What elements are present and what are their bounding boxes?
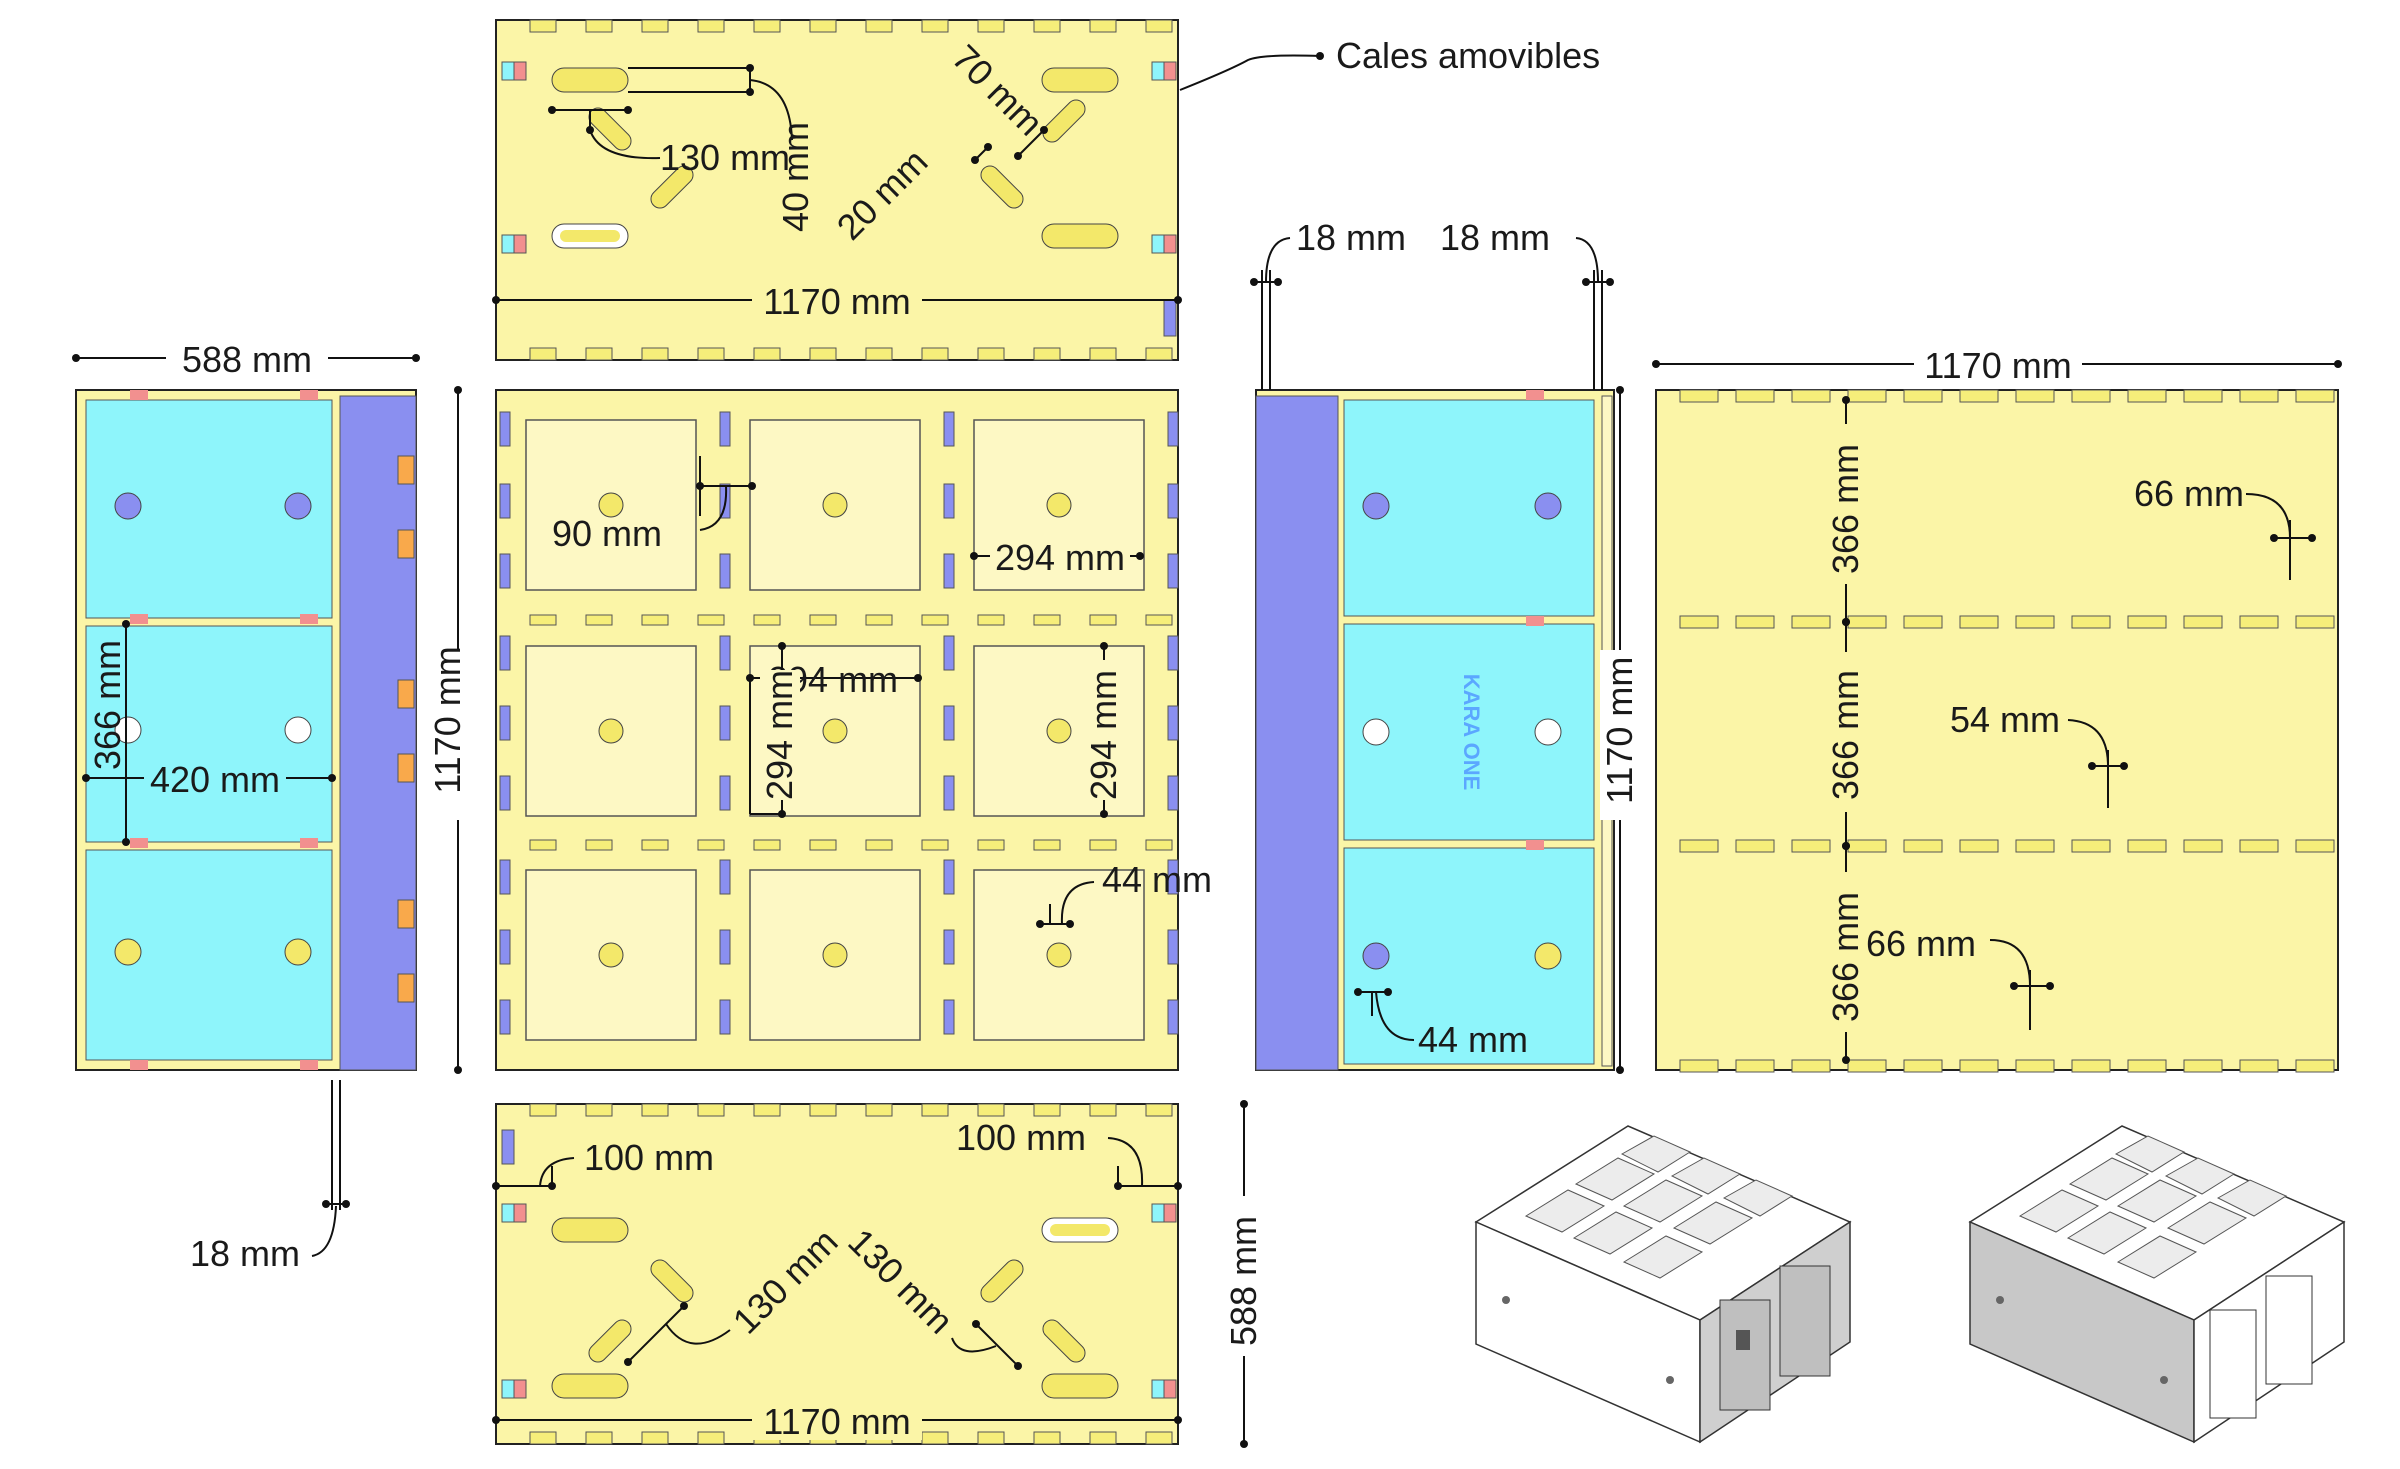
dim-bottom-height: 588 mm	[1223, 1216, 1264, 1346]
dim-left-420: 420 mm	[150, 759, 280, 800]
dim-far-width: 1170 mm	[1924, 345, 2071, 386]
top-panel: 1170 mm 130 mm 40 mm 70 mm 20 mm Cales a…	[492, 19, 1600, 361]
dim-grid-44: 44 mm	[1102, 859, 1212, 900]
dim-right-18-right: 18 mm	[1440, 217, 1550, 258]
dim-left-width: 588 mm	[182, 339, 312, 380]
dim-top-width: 1170 mm	[763, 281, 910, 322]
dim-left-height: 1170 mm	[427, 646, 468, 793]
dim-far-54: 54 mm	[1950, 699, 2060, 740]
dim-top-130: 130 mm	[660, 137, 790, 178]
left-side-panel: 588 mm 1170 mm 366 mm 420 mm 18 mm	[72, 338, 478, 1274]
dim-far-66-bot: 66 mm	[1866, 923, 1976, 964]
kara-one-logo: KARA ONE	[1459, 674, 1484, 791]
dim-right-height: 1170 mm	[1599, 657, 1640, 804]
dim-left-366: 366 mm	[87, 640, 128, 770]
far-right-panel: 1170 mm 366 mm 366 mm 366 mm 66 mm 54 mm…	[1652, 344, 2342, 1073]
right-side-panel: KARA ONE 18 mm 18 mm 1170 mm 44 mm	[1250, 217, 1640, 1074]
isometric-view-right	[1968, 1125, 2346, 1444]
dim-bottom-100-left: 100 mm	[584, 1137, 714, 1178]
dim-right-18-left: 18 mm	[1296, 217, 1406, 258]
dim-far-366-top: 366 mm	[1825, 444, 1866, 574]
bottom-panel: 1170 mm 100 mm 100 mm 130 mm 130 mm 588 …	[492, 1100, 1264, 1448]
dim-grid-294-right-v: 294 mm	[1083, 670, 1124, 800]
dim-right-44: 44 mm	[1418, 1019, 1528, 1060]
center-grid-panel: 90 mm 294 mm 294 mm 294 mm 294 mm 44 mm	[495, 389, 1212, 1071]
dim-grid-294-top: 294 mm	[995, 537, 1125, 578]
dim-top-40: 40 mm	[775, 122, 816, 232]
annotation-removable-shims: Cales amovibles	[1336, 35, 1600, 76]
dim-left-18: 18 mm	[190, 1233, 300, 1274]
dim-grid-294-mid-v: 294 mm	[759, 670, 800, 800]
dim-bottom-width: 1170 mm	[763, 1401, 910, 1442]
dim-far-366-mid: 366 mm	[1825, 670, 1866, 800]
dim-bottom-100-right: 100 mm	[956, 1117, 1086, 1158]
dim-far-66-top: 66 mm	[2134, 473, 2244, 514]
dim-grid-90: 90 mm	[552, 513, 662, 554]
isometric-view-left	[1474, 1125, 1852, 1444]
dim-far-366-bot: 366 mm	[1825, 892, 1866, 1022]
